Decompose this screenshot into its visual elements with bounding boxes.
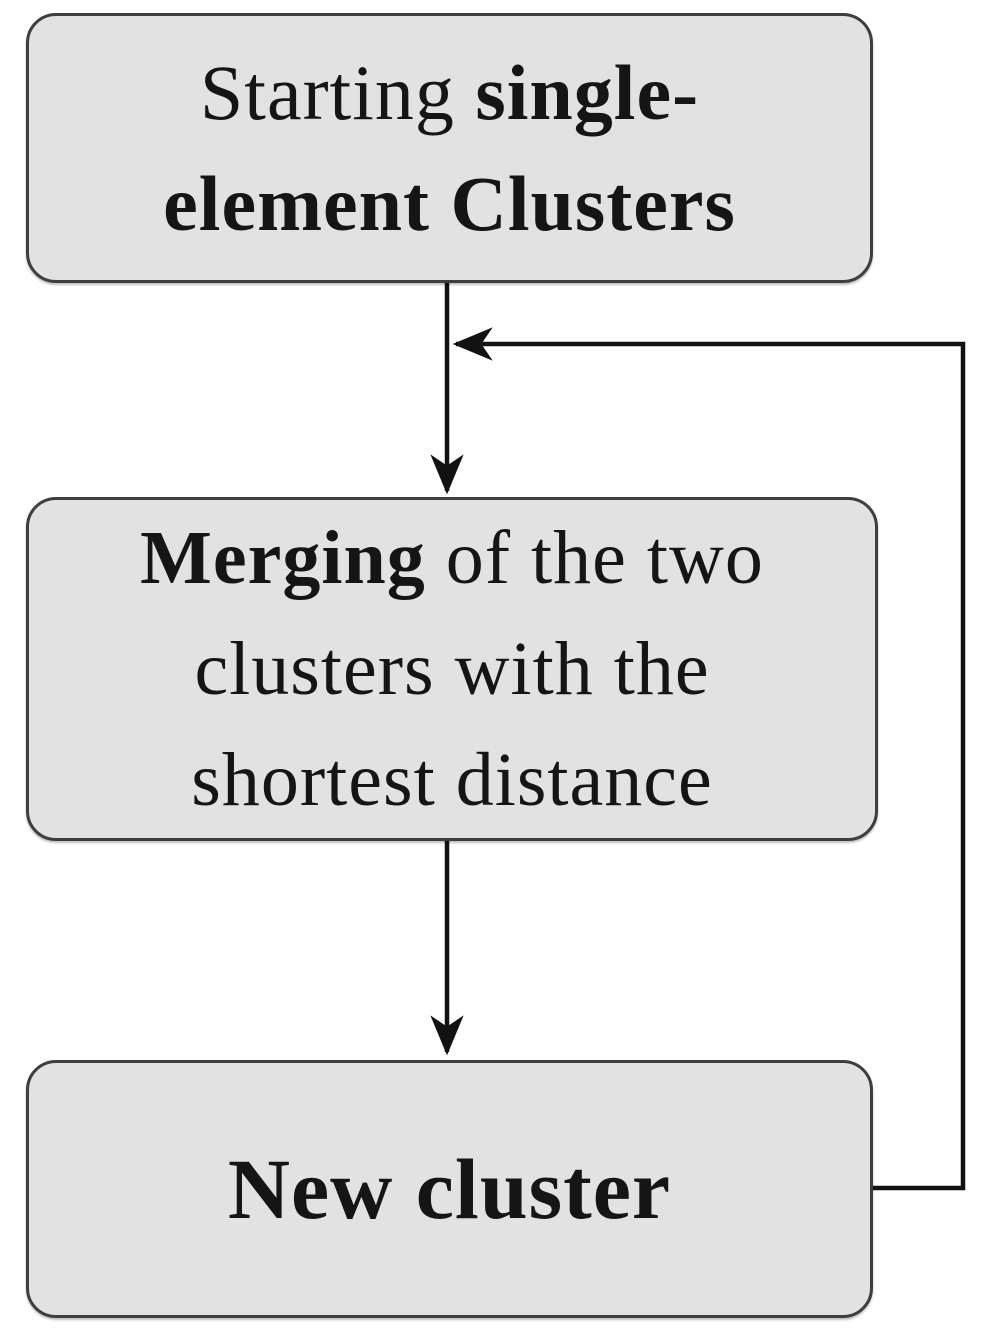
node-merging-line2: clusters with the <box>194 626 710 711</box>
node-new-cluster-label: New cluster <box>227 1140 672 1237</box>
node-merging-text-regular: of the two <box>425 515 764 600</box>
node-merging-line1: Merging of the two <box>140 503 764 614</box>
node-starting-clusters-line1: Starting single- <box>200 37 699 148</box>
node-new-cluster: New cluster <box>26 1060 873 1318</box>
node-starting-clusters-text-bold1: single- <box>475 49 700 136</box>
node-merging-text-bold: Merging <box>140 515 426 600</box>
feedback-loop-arrow <box>452 327 966 1191</box>
node-merging-line3: shortest distance <box>191 737 713 822</box>
node-merging: Merging of the two clusters with the sho… <box>26 497 878 841</box>
node-starting-clusters-line2: element Clusters <box>163 160 736 247</box>
node-starting-clusters-text-regular: Starting <box>199 49 476 136</box>
node-starting-clusters: Starting single- element Clusters <box>26 13 873 283</box>
